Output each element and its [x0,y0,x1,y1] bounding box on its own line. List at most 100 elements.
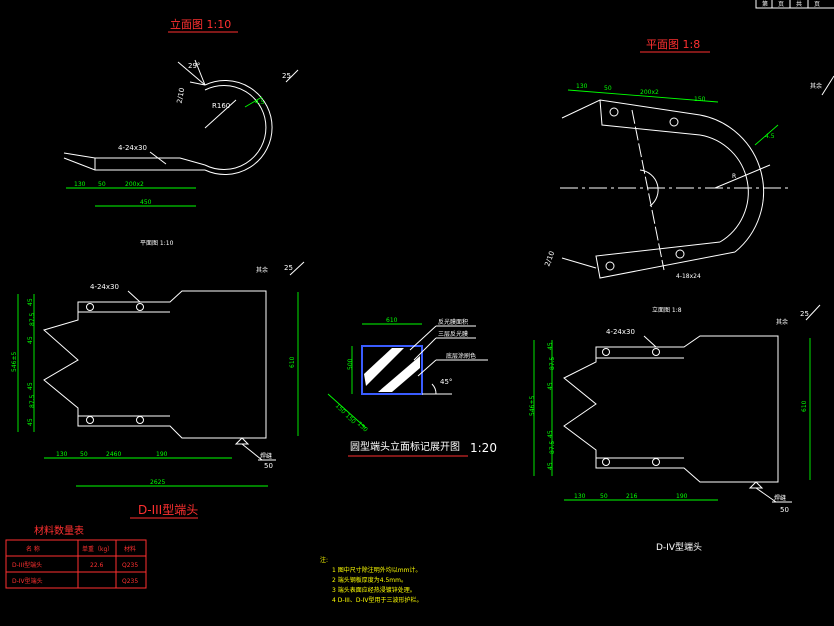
center-detail-callout-1: 反光膜面积 [438,318,468,326]
notes-heading: 注: [320,556,328,564]
front-view-1: 立面图 1:10 29° 2/10 R160 4.5 4-24x30 130 5… [63,17,299,247]
svg-text:2/10: 2/10 [543,250,556,268]
d4-mark: 其余 [776,318,788,326]
plan-view-1-dim-3: 200x2 [640,89,659,96]
d3-weld: 焊缝 [260,452,272,460]
d4-left-dim-2: 45 [547,342,554,350]
material-table-row2-material: Q235 [122,578,138,585]
material-table-row1-weight: 22.6 [90,562,104,569]
plan-view-1-hole-note: 4-18x24 [676,273,701,280]
plan-view-1-radius: R [732,173,736,180]
d4-left-dim-5: 45 [547,430,554,438]
center-detail-height: 500 [347,358,354,370]
center-detail: 610 500 150 150 150 反光膜面积 三层反光膜 底层涂刷色 45… [327,317,497,457]
svg-text:2/10: 2/10 [176,87,187,104]
plan-view-1: 平面图 1:8 R 130 50 200x2 150 4.5 其余 4-18x2… [543,38,834,314]
d4-weld: 焊缝 [774,494,786,502]
center-detail-width: 610 [386,317,398,324]
front-view-1-surface: 25 [282,72,291,80]
material-table-header-3: 材料 [124,545,136,553]
material-table-row1-name: D-III型端头 [12,561,42,569]
front-view-1-dim-3: 200x2 [125,181,144,188]
d3-bottom-dim-1: 130 [56,451,68,458]
center-detail-angle: 45° [440,378,452,386]
d4-left-dim-4: 45 [547,382,554,390]
d4-bottom-dim-3: 216 [626,493,638,500]
d4-title: D-IV型端头 [656,541,702,553]
d4-surface: 25 [800,310,809,318]
d4-weld-size: 50 [780,506,789,514]
d4-end-view: 4-24x30 25 其余 546±5 45 87.5 45 45 87.5 4… [529,304,821,553]
front-view-1-dim-2: 50 [98,181,106,188]
d3-end-view: 4-24x30 25 其余 546±5 45 87.5 45 45 87.5 4… [11,261,305,519]
d4-height: 610 [801,400,808,412]
d3-mark: 其余 [256,266,268,274]
front-view-1-dim-4: 450 [140,199,152,206]
d4-left-dim-6: 87.5 [549,440,556,454]
notes: 注: 1 图中尺寸除注明外均以mm计。 2 端头钢板厚度为4.5mm。 3 端头… [320,556,422,604]
title-block-frame [755,0,834,9]
d3-left-dim-4: 45 [27,336,34,344]
front-view-1-dim-1: 130 [74,181,86,188]
material-table-row1-material: Q235 [122,562,138,569]
center-detail-callout-2: 三层反光膜 [438,330,468,338]
d4-bottom-dim-2: 50 [600,493,608,500]
front-view-1-thickness: 4.5 [255,99,265,106]
title-cell-3: 共 [796,0,802,8]
note-2: 2 端头钢板厚度为4.5mm。 [332,576,407,584]
front-view-1-angle: 29° [188,62,200,70]
d4-left-dim-7: 45 [547,462,554,470]
d3-left-dim-2: 45 [27,298,34,306]
svg-text:其余: 其余 [810,82,822,90]
material-table-header-2: 单重（kg） [82,545,113,553]
plan-view-1-dim-4: 150 [694,96,706,103]
title-cell-4: 页 [814,1,820,8]
material-table-title: 材料数量表 [34,524,84,537]
material-table-row2-name: D-IV型端头 [12,577,43,585]
d3-hole-note: 4-24x30 [90,283,119,291]
title-cell-1: 第 [762,0,768,8]
d3-left-dim-6: 87.5 [29,394,36,408]
plan-view-1-title: 平面图 1:8 [646,38,700,51]
d3-left-dim-7: 45 [27,418,34,426]
center-detail-scale: 1:20 [470,441,497,455]
center-detail-diag-2: 150 [344,412,357,425]
center-detail-callout-3: 底层涂刷色 [446,352,476,360]
d3-surface: 25 [284,264,293,272]
material-table-header-1: 名 称 [26,545,40,553]
d3-height: 610 [289,356,296,368]
front-view-1-hole-note: 4-24x30 [118,144,147,152]
plan-view-1-section: 立面图 1:8 [652,306,682,314]
d4-bottom-dim-1: 130 [574,493,586,500]
d3-weld-size: 50 [264,462,273,470]
center-detail-diag-1: 150 [334,402,347,415]
front-view-1-section: 平面图 1:10 [140,240,174,247]
d3-bottom-dim-2: 50 [80,451,88,458]
plan-view-1-dim-1: 130 [576,83,588,90]
front-view-1-title: 立面图 1:10 [170,17,231,31]
plan-view-1-thickness: 4.5 [765,133,775,140]
d3-title: D-III型端头 [138,503,198,517]
d3-left-dim-1: 546±5 [11,352,18,372]
d4-left-dim-3: 87.5 [549,356,556,370]
d3-bottom-dim-4: 190 [156,451,168,458]
d3-total: 2625 [150,479,165,486]
title-cell-2: 页 [778,1,784,8]
note-4: 4 D-III、D-IV型用于三波形护栏。 [332,596,422,604]
d4-hole-note: 4-24x30 [606,328,635,336]
d4-left-dim-1: 546±5 [529,396,536,416]
d4-bottom-dim-4: 190 [676,493,688,500]
note-1: 1 图中尺寸除注明外均以mm计。 [332,566,421,574]
d3-left-dim-3: 87.5 [29,312,36,326]
d3-bottom-dim-3: 2460 [106,451,121,458]
note-3: 3 端头表面应经热浸镀锌处理。 [332,586,416,594]
title-block: 第 页 共 页 [755,0,834,9]
plan-view-1-dim-2: 50 [604,85,612,92]
material-table: 材料数量表 名 称 单重（kg） 材料 D-III型端头 22.6 Q235 D… [5,524,147,589]
center-detail-title: 圆型端头立面标记展开图 [350,440,460,453]
center-detail-diag-3: 150 [356,420,369,433]
front-view-1-radius: R160 [212,102,230,110]
d3-left-dim-5: 45 [27,382,34,390]
